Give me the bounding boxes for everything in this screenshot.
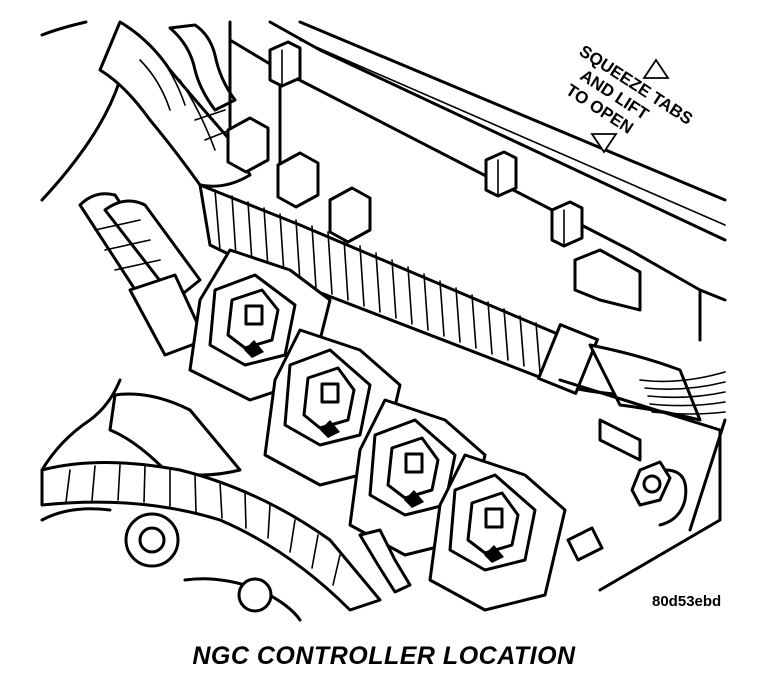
figure-reference-code: 80d53ebd (652, 593, 722, 610)
arrow-down-icon (590, 133, 618, 154)
connector-4 (428, 453, 567, 612)
squeeze-tabs (268, 40, 584, 248)
housing-ribs (226, 116, 642, 462)
upper-wire-bundle (98, 20, 252, 188)
controller-housing (228, 20, 727, 592)
left-wire-plug (78, 192, 207, 357)
wire-fan-out (639, 371, 726, 415)
corrugated-conduit (198, 183, 702, 422)
left-body-panel (40, 20, 122, 522)
figure-caption: NGC CONTROLLER LOCATION (192, 642, 576, 670)
lower-wire-bundle (40, 392, 382, 612)
mounting-boss (124, 512, 302, 622)
squeeze-tabs-callout: SQUEEZE TABS AND LIFT TO OPEN (562, 41, 696, 137)
lower-clip (358, 526, 604, 594)
arrow-up-icon (642, 58, 670, 79)
ground-bolt (630, 460, 688, 527)
